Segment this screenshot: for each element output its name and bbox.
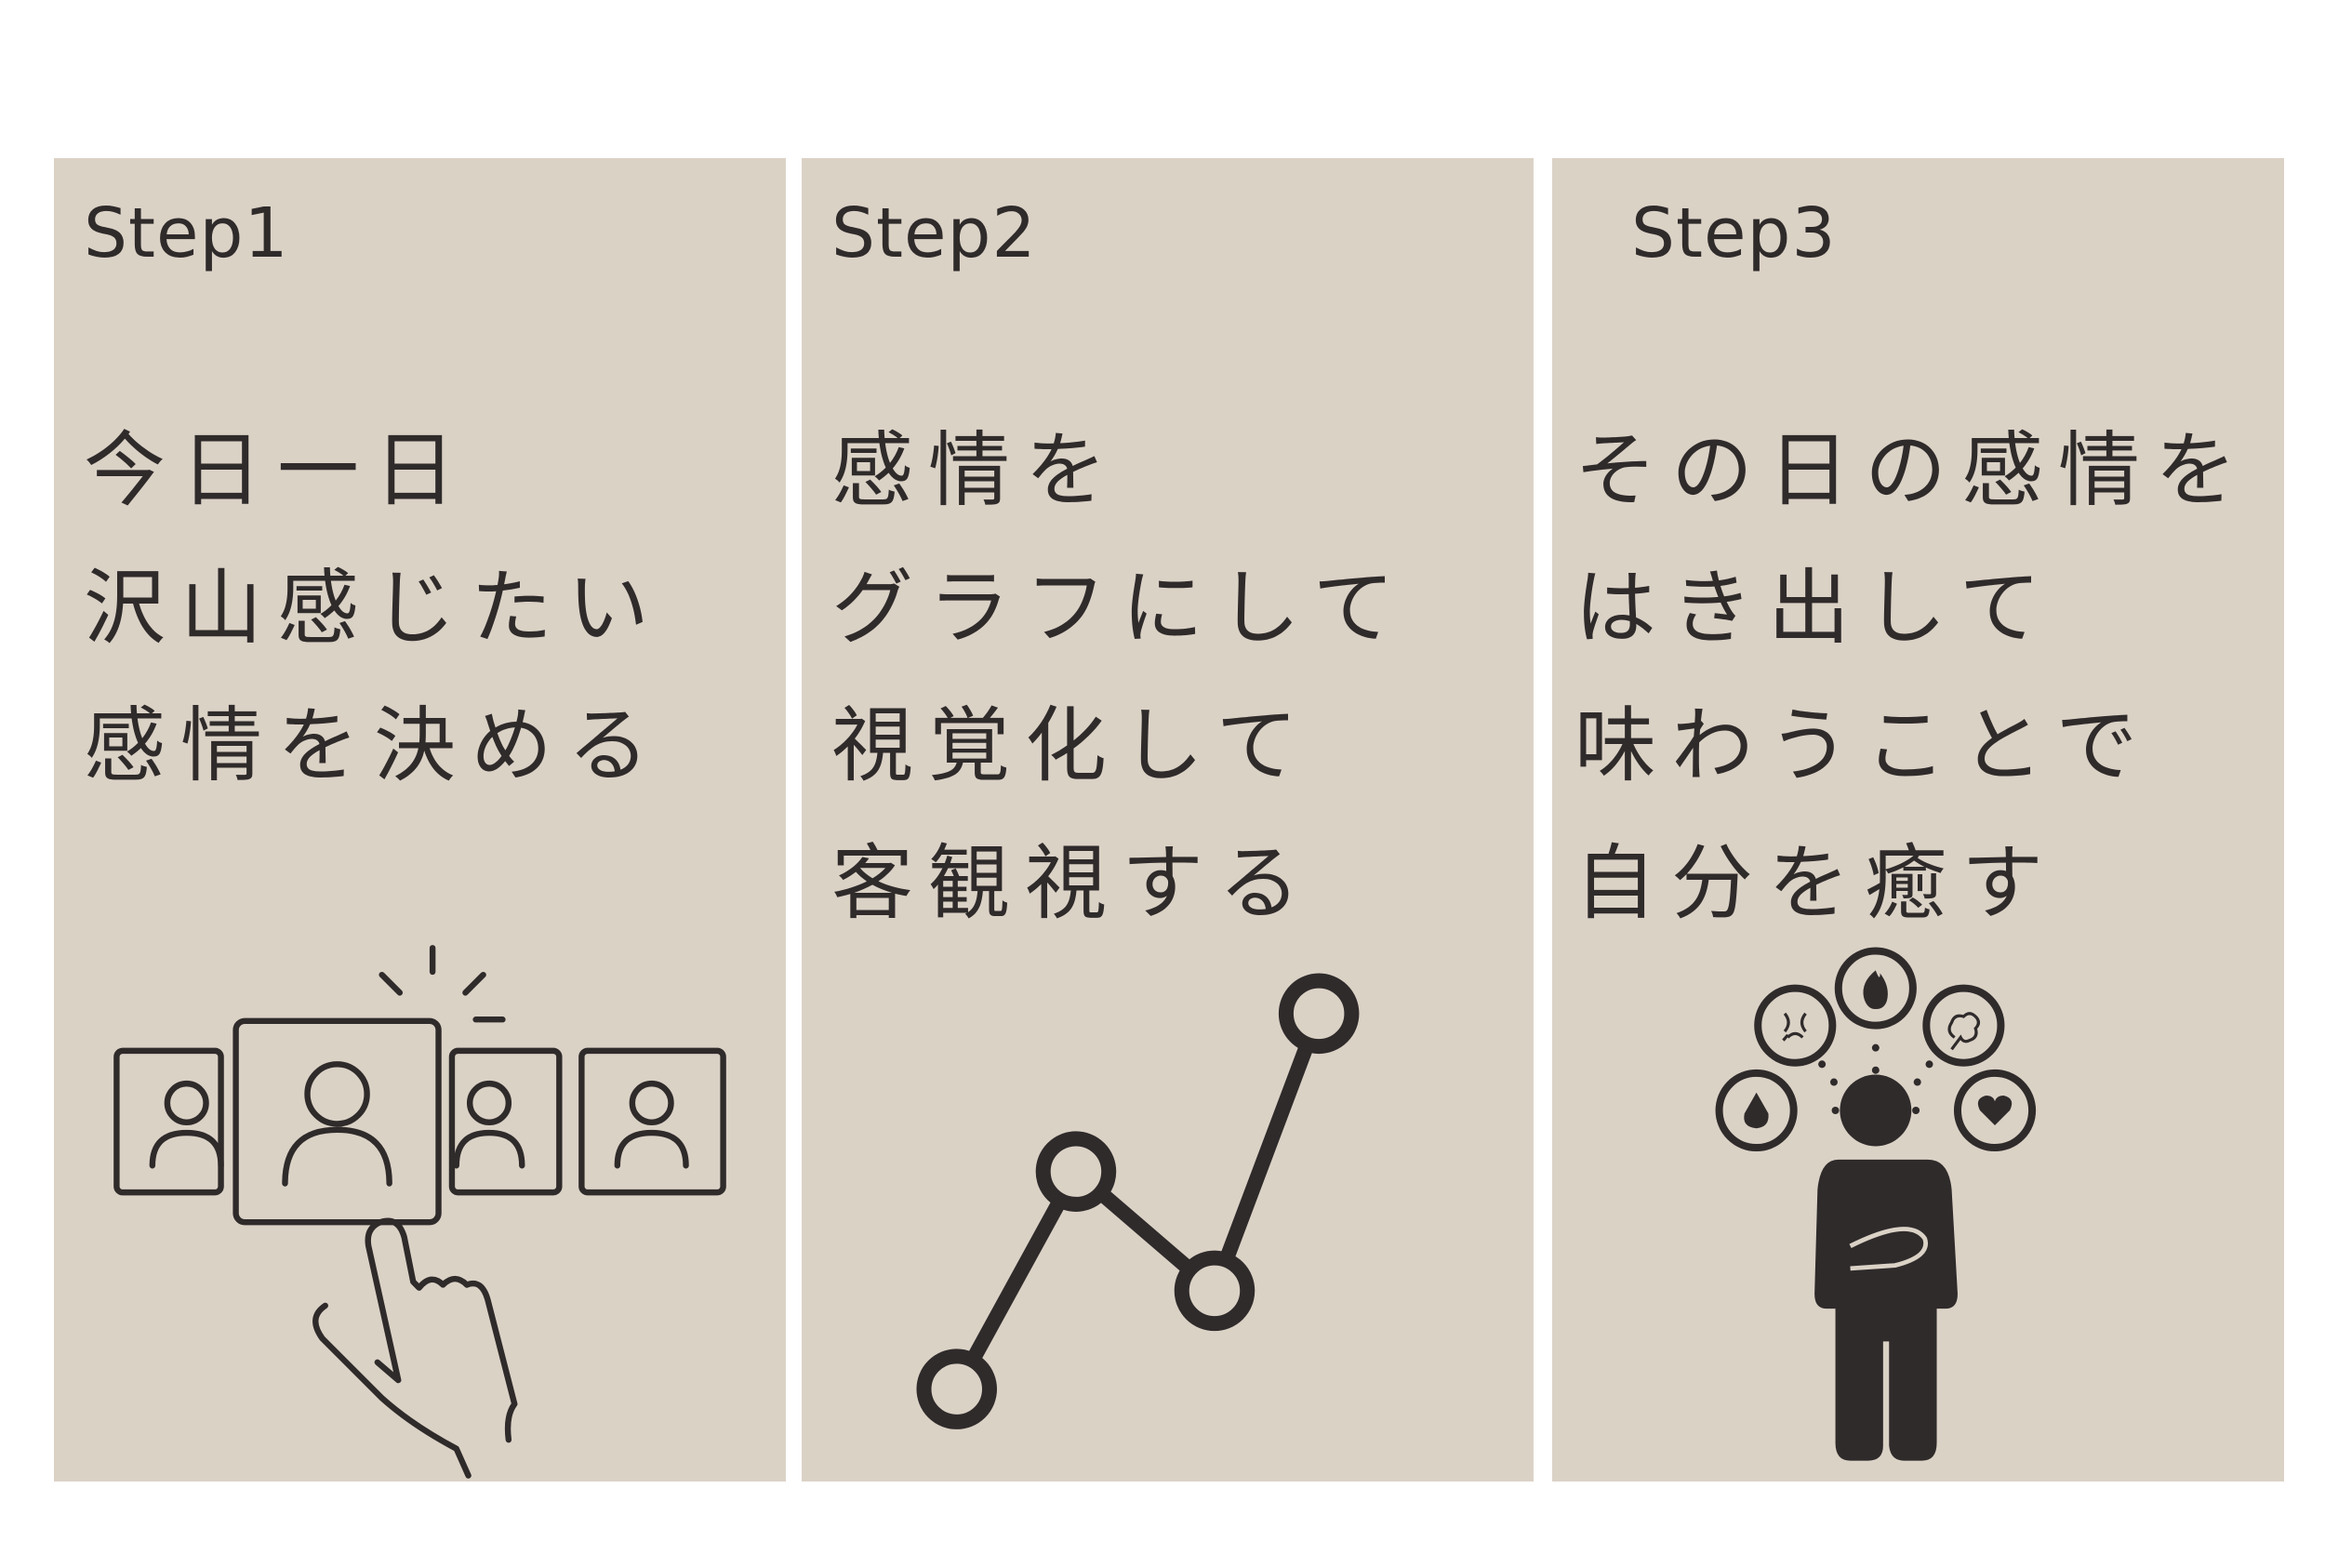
step1-line: 感情を決める: [84, 698, 665, 793]
drop-icon: [1744, 1092, 1769, 1129]
step3-panel: Step3 その日の感情を はき出して 味わうことで 自分を癒す: [1552, 158, 2284, 1482]
line-graph-icon: [916, 973, 1360, 1429]
step1-panel: Step1 今日一日 沢山感じたい 感情を決める: [54, 158, 786, 1482]
anger-mark-icon: [1782, 1012, 1807, 1042]
step2-line: 感情を: [831, 422, 1123, 518]
step3-line: 自分を癒す: [1574, 835, 2059, 931]
heart-icon: [1977, 1095, 2013, 1126]
step2-line: 視覚化して: [831, 698, 1313, 793]
step2-line: 客観視する: [831, 835, 1316, 931]
step2-title: Step2: [831, 193, 1037, 273]
step2-line: グラフにして: [831, 560, 1410, 656]
step3-text: その日の感情を はき出して 味わうことで 自分を癒す: [1574, 402, 2252, 952]
step3-line: その日の感情を: [1574, 422, 2252, 518]
fire-icon: [1863, 970, 1888, 1010]
step1-text: 今日一日 沢山感じたい 感情を決める: [84, 402, 664, 815]
step3-line: はき出して: [1574, 560, 2056, 656]
step2-panel: Step2 感情を グラフにして 視覚化して 客観視する: [802, 158, 1534, 1482]
select-person-hand-icon: [113, 945, 726, 1479]
step2-text: 感情を グラフにして 視覚化して 客観視する: [831, 402, 1409, 952]
step3-line: 味わうことで: [1574, 698, 2153, 793]
step3-title: Step3: [1631, 193, 1837, 273]
step1-title: Step1: [84, 193, 289, 273]
step1-line: 今日一日: [84, 422, 472, 518]
steam-icon: [1947, 1012, 1980, 1051]
person-emotions-icon: [1715, 947, 2037, 1461]
step1-line: 沢山感じたい: [84, 560, 665, 656]
